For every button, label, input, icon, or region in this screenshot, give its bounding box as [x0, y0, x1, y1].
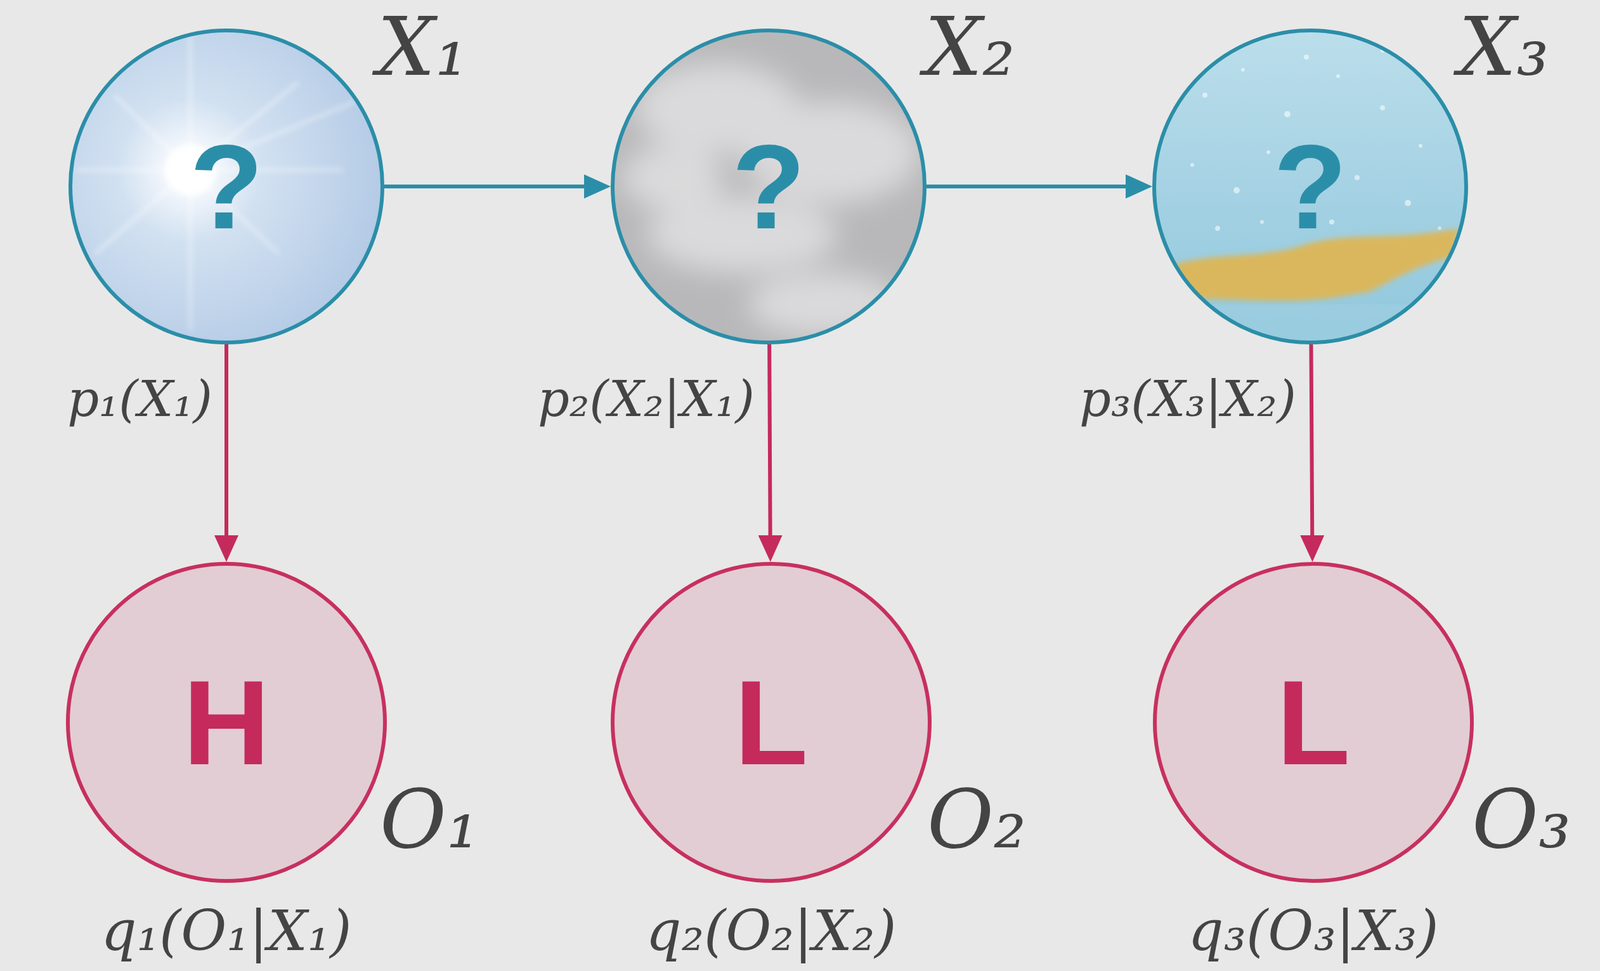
emission-distribution: q₃(O₃|X₃) [1187, 903, 1439, 959]
observation-circle: LO₃ [1152, 561, 1474, 883]
emission-distribution: q₂(O₂|X₂) [645, 903, 897, 959]
observation-circle: LO₂ [610, 561, 932, 883]
sun-picture [63, 25, 394, 356]
transition-arrow [926, 184, 1126, 189]
state-circle: ?X₂ [610, 28, 927, 345]
unknown-mark: ? [189, 126, 264, 247]
variable-label: O₂ [927, 778, 1027, 860]
transition-arrow [384, 184, 585, 189]
state-circle: ?X₁ [68, 28, 385, 345]
cloud-picture [608, 25, 933, 349]
transition-distribution: p₃(X₃|X₂) [1079, 374, 1297, 424]
unknown-mark: ? [731, 126, 806, 247]
observed-value: L [734, 662, 808, 783]
emission-arrow [769, 344, 770, 536]
unknown-mark: ? [1273, 126, 1347, 247]
observed-value: H [182, 662, 270, 783]
variable-label: X₃ [1458, 6, 1549, 88]
variable-label: O₃ [1471, 778, 1571, 860]
variable-label: X₂ [924, 6, 1015, 88]
variable-label: O₁ [379, 778, 479, 860]
state-circle: ?X₃ [1152, 28, 1469, 345]
transition-distribution: p₂(X₂|X₁) [537, 374, 755, 424]
emission-distribution: q₁(O₁|X₁) [100, 903, 352, 959]
transition-distribution: p₁(X₁) [67, 374, 213, 424]
emission-arrow [1310, 344, 1313, 536]
rain-picture [1147, 25, 1478, 356]
emission-arrow [224, 344, 229, 536]
observed-value: L [1276, 662, 1351, 783]
variable-label: X₁ [377, 6, 468, 88]
observation-circle: HO₁ [65, 561, 387, 883]
